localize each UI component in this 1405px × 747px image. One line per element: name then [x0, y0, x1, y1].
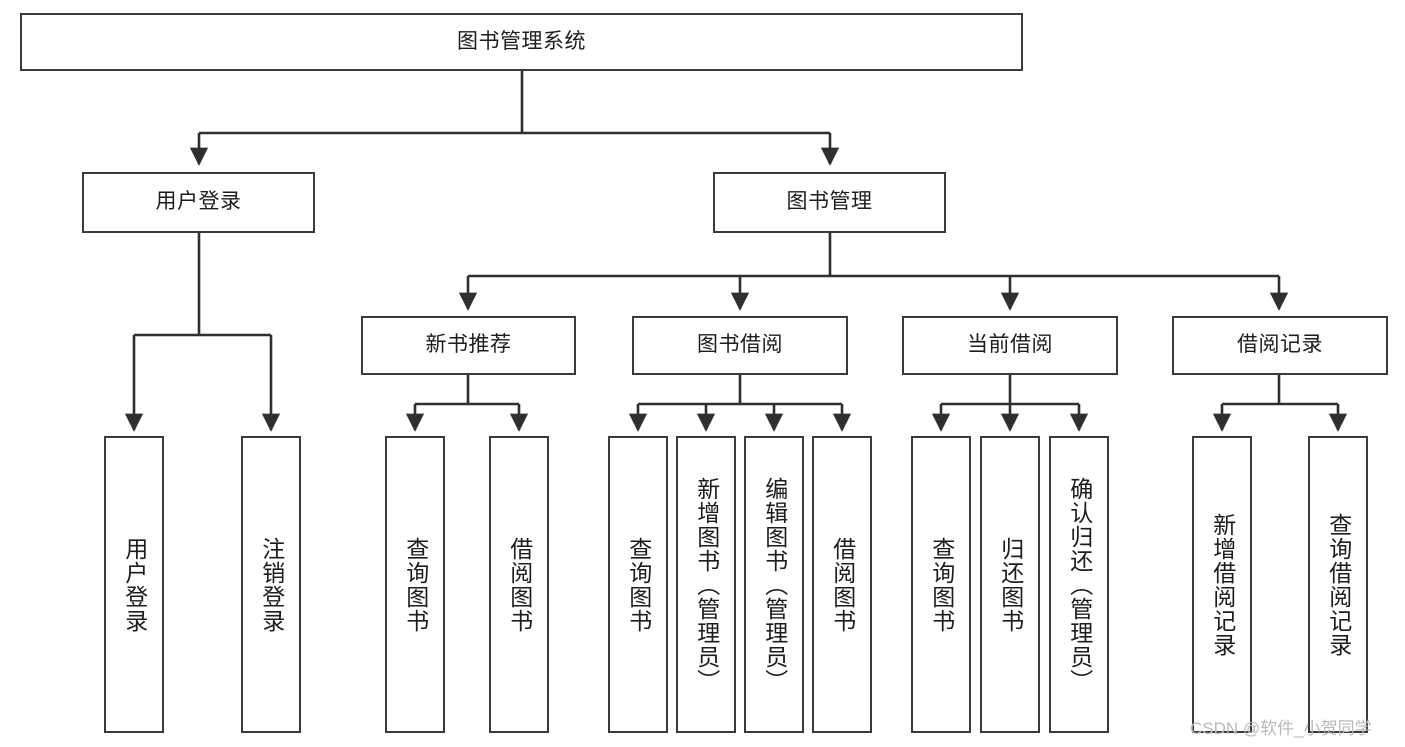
- node-label: 新增借阅记录: [1209, 512, 1236, 657]
- leaf-borrow-book[interactable]: 借阅图书: [812, 436, 872, 733]
- leaf-query-borrow-record[interactable]: 查询借阅记录: [1308, 436, 1368, 733]
- node-label: 用户登录: [121, 536, 148, 633]
- leaf-user-login[interactable]: 用户登录: [104, 436, 164, 733]
- node-borrow-record[interactable]: 借阅记录: [1172, 316, 1388, 375]
- leaf-borrow-book-recommend[interactable]: 借阅图书: [489, 436, 549, 733]
- node-label: 查询图书: [625, 536, 652, 633]
- node-book-borrow[interactable]: 图书借阅: [632, 316, 848, 375]
- leaf-query-book-current[interactable]: 查询图书: [911, 436, 971, 733]
- csdn-watermark: CSDN @软件_小贺同学: [1190, 719, 1372, 738]
- node-label: 新书推荐: [425, 333, 512, 357]
- leaf-add-borrow-record[interactable]: 新增借阅记录: [1192, 436, 1252, 733]
- node-label: 图书借阅: [697, 333, 783, 357]
- node-root-system[interactable]: 图书管理系统: [20, 13, 1023, 71]
- leaf-return-book[interactable]: 归还图书: [980, 436, 1040, 733]
- node-label: 借阅图书: [829, 536, 856, 633]
- leaf-logout-login[interactable]: 注销登录: [241, 436, 301, 733]
- node-label: 确认归还（管理员）: [1066, 476, 1093, 693]
- node-label: 当前借阅: [967, 333, 1053, 357]
- leaf-query-book-recommend[interactable]: 查询图书: [385, 436, 445, 733]
- leaf-add-book-admin[interactable]: 新增图书（管理员）: [676, 436, 736, 733]
- node-book-management[interactable]: 图书管理: [713, 172, 946, 233]
- node-new-book-recommend[interactable]: 新书推荐: [361, 316, 576, 375]
- leaf-query-book-borrow[interactable]: 查询图书: [608, 436, 668, 733]
- node-label: 新增图书（管理员）: [693, 476, 720, 693]
- node-label: 查询借阅记录: [1325, 512, 1352, 657]
- node-label: 注销登录: [258, 536, 285, 633]
- leaf-edit-book-admin[interactable]: 编辑图书（管理员）: [744, 436, 804, 733]
- node-label: 编辑图书（管理员）: [761, 476, 788, 693]
- node-label: 查询图书: [402, 536, 429, 633]
- node-current-borrow[interactable]: 当前借阅: [902, 316, 1118, 375]
- leaf-confirm-return-admin[interactable]: 确认归还（管理员）: [1049, 436, 1109, 733]
- node-label: 用户登录: [155, 190, 242, 214]
- node-user-login[interactable]: 用户登录: [82, 172, 315, 233]
- node-label: 借阅记录: [1237, 333, 1323, 357]
- node-label: 图书管理系统: [457, 29, 586, 53]
- node-label: 图书管理: [786, 190, 873, 214]
- node-label: 借阅图书: [506, 536, 533, 633]
- node-label: 查询图书: [928, 536, 955, 633]
- node-label: 归还图书: [997, 536, 1024, 633]
